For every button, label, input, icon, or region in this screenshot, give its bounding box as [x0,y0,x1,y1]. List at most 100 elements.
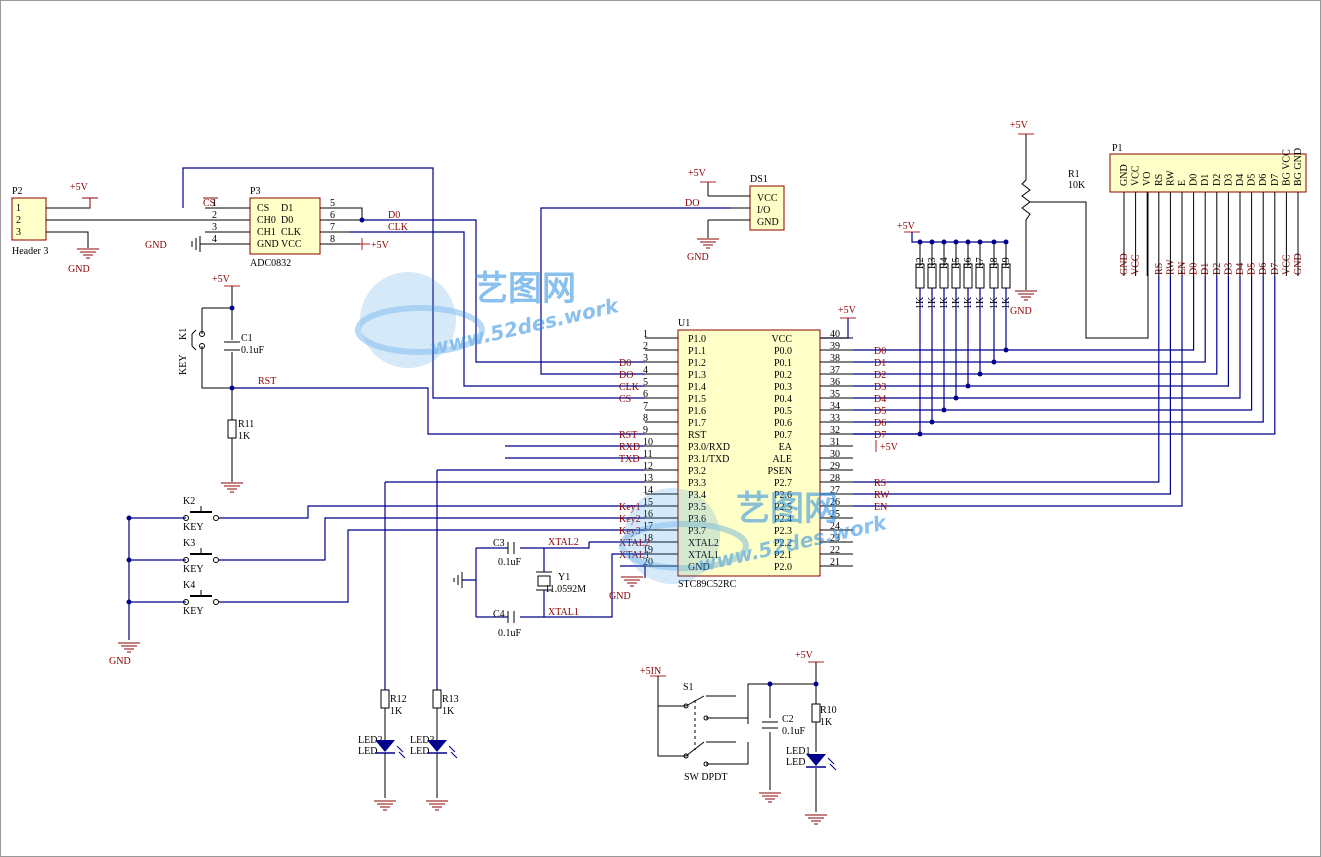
u1-pin-num-18: 18 [643,533,653,544]
u1-pin-40: VCC [771,334,792,345]
p3-num4: 4 [212,234,217,245]
r11-value: 1K [238,431,251,442]
watermark-logo-1: 艺图网 [474,269,576,309]
u1-net-11: TXD [619,454,640,465]
u1-pin-36: P0.3 [774,382,792,393]
u1-pin-12: P3.2 [688,466,706,477]
p1-pin-5: E [1177,180,1188,186]
k1-ref: K1 [178,328,189,340]
r8-ref: R8 [989,257,1000,269]
p1-pin-7: D1 [1200,174,1211,186]
u1-pin-num-13: 13 [643,473,653,484]
p1-pin-0: GND [1119,164,1130,186]
u1-pin-7: P1.6 [688,406,706,417]
p3-pin-gnd: GND [257,239,279,250]
power-gnd-symbol [804,814,828,825]
u1-pin-10: P3.0/RXD [688,442,730,453]
u1-body [677,329,821,577]
u1-pin-28: P2.7 [774,478,792,489]
u1-pin-num-24: 24 [830,521,840,532]
p2-gnd-label: GND [68,264,90,275]
u1-net-3: D0 [619,358,631,369]
ds1-pin-io: I/O [757,205,770,216]
y1-value: 11.0592M [545,584,586,595]
p3-pin-clk: CLK [281,227,302,238]
u1-pin-num-1: 1 [643,329,648,340]
u1-pin-num-17: 17 [643,521,653,532]
u1-net-34: D5 [874,406,886,417]
u1-pin-23: P2.2 [774,538,792,549]
k2-ref: K2 [183,496,195,507]
indicator-leds: R12 1K R13 1K LED2 LED LED3 LED [358,689,459,811]
r1-ref: R1 [1068,169,1080,180]
u1-pin-11: P3.1/TXD [688,454,729,465]
p2-body [11,197,47,241]
p2-value: Header 3 [12,246,48,257]
u1-pin-17: P3.7 [688,526,706,537]
y1-ref: Y1 [558,572,570,583]
u1-pin-35: P0.4 [774,394,792,405]
ds1-gnd-symbol [696,238,720,249]
u1-gnd-symbol [620,576,644,587]
ds1-body [749,185,785,231]
k2-value: KEY [183,522,204,533]
u1-pin-9: RST [688,430,706,441]
r9-ref: R9 [1001,257,1012,269]
r3-ref: R3 [927,257,938,269]
p1-pin-13: D7 [1270,174,1281,186]
power-in-label: +5IN [640,666,661,677]
reset-pwr-label: +5V [212,274,231,285]
u1-pin-num-31: 31 [830,437,840,448]
led3-value: LED [410,746,429,757]
r2-ref: R2 [915,257,926,269]
p3-num8: 8 [330,234,335,245]
u1-gnd-label: GND [609,591,631,602]
reset-circuit: +5V K1 KEY C1 0.1uF R11 1K RST [178,274,276,493]
u1-pin-num-16: 16 [643,509,653,520]
watermark-1: 艺图网 www.52des.work [355,269,622,368]
p3-num5: 5 [330,198,335,209]
r1-pwr-label: +5V [1010,120,1029,131]
p3-num3: 3 [212,222,217,233]
u1-pin-num-36: 36 [830,377,840,388]
u1-pin-20: GND [688,562,710,573]
p1-pin-3: RS [1154,174,1165,186]
ds1-pwr-label: +5V [688,168,707,179]
u1-pin-29: PSEN [768,466,792,477]
p3-gnd-label: GND [145,240,167,251]
c1-ref: C1 [241,333,253,344]
p1-pin-2: VO [1142,172,1153,186]
u1-net-32: D7 [874,430,886,441]
p3-num6: 6 [330,210,335,221]
u1-pin-13: P3.3 [688,478,706,489]
u1-pin-num-5: 5 [643,377,648,388]
sensor-ds1: DS1 VCC I/O GND +5V GND DO [685,168,785,263]
u1-pin-2: P1.1 [688,346,706,357]
u1-pin-num-20: 20 [643,557,653,568]
r1-gnd-label: GND [1010,306,1032,317]
u1-pin-25: P2.4 [774,514,792,525]
u1-net-27: RW [874,490,890,501]
power-5v-label: +5V [795,650,814,661]
u1-pin-26: P2.5 [774,502,792,513]
u1-pin-24: P2.3 [774,526,792,537]
p3-pin-cs: CS [257,203,269,214]
c4-value: 0.1uF [498,628,522,639]
p1-ref: P1 [1112,143,1123,154]
u1-net-38: D1 [874,358,886,369]
u1-pin-num-27: 27 [830,485,840,496]
u1-pin-num-23: 23 [830,533,840,544]
r6-ref: R6 [963,257,974,269]
u1-pin-37: P0.2 [774,370,792,381]
u1-pin-num-38: 38 [830,353,840,364]
u1-pin-num-32: 32 [830,425,840,436]
u1-pin-num-33: 33 [830,413,840,424]
u1-net-19: XTAL1 [619,550,650,561]
led3-ref: LED3 [410,735,434,746]
u1-pin-1: P1.0 [688,334,706,345]
watermark-logo-2: 艺图网 [736,489,838,529]
u1-net-15: Key1 [619,502,641,513]
r12-value: 1K [390,706,403,717]
